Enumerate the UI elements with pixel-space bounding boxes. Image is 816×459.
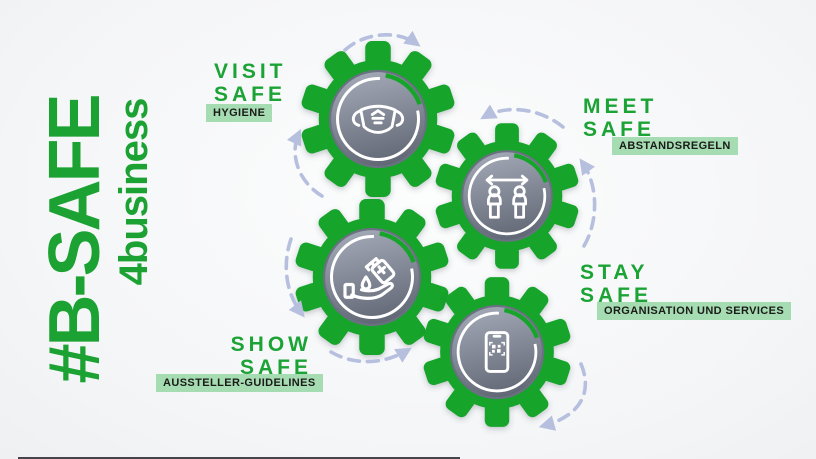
visit-safe-line2: SAFE — [214, 82, 287, 106]
rotation-arrow-bottom-right — [538, 362, 588, 431]
rotation-arrow-left-up — [286, 128, 324, 198]
show-safe-line1: SHOW — [230, 333, 312, 356]
stay-safe-gear — [422, 277, 572, 427]
meet-safe-line1: MEET — [583, 95, 658, 118]
organisation-services-badge: ORGANISATION UND SERVICES — [597, 302, 792, 320]
aussteller-guidelines-badge: AUSSTELLER-GUIDELINES — [156, 374, 323, 392]
rotation-arrow-bottom — [329, 347, 412, 364]
stay-safe-line1: STAY — [580, 261, 649, 284]
visit-safe-label: VISIT SAFE — [214, 60, 287, 106]
qr-code-phone-icon — [484, 331, 510, 373]
social-distance-icon — [485, 174, 529, 219]
brand-subtitle: 4business — [112, 98, 156, 286]
rotation-arrows — [284, 30, 597, 431]
stay-safe-line2: SAFE — [580, 283, 653, 307]
show-safe-line2: SAFE — [239, 355, 312, 379]
hygiene-badge: HYGIENE — [206, 104, 273, 122]
bottom-progress-bar[interactable] — [18, 456, 460, 459]
face-mask-icon — [351, 104, 405, 134]
visit-safe-gear — [299, 41, 457, 197]
meet-safe-label: MEET SAFE — [583, 95, 658, 141]
hand-sanitizer-icon — [343, 257, 396, 300]
rotation-arrow-meet-top — [480, 104, 565, 129]
show-safe-label: SHOW SAFE — [196, 333, 312, 379]
brand-title: #B-SAFE — [35, 96, 115, 384]
meet-safe-line2: SAFE — [583, 117, 656, 141]
meet-safe-gear — [434, 123, 580, 269]
abstandsregeln-badge: ABSTANDSREGELN — [612, 137, 738, 155]
rotation-arrow-left-down — [284, 237, 305, 318]
visit-safe-line1: VISIT — [214, 60, 287, 83]
rotation-arrow-right-up — [579, 158, 597, 248]
rotation-arrow-top — [343, 30, 421, 52]
stay-safe-label: STAY SAFE — [580, 261, 653, 307]
show-safe-gear — [293, 199, 451, 355]
